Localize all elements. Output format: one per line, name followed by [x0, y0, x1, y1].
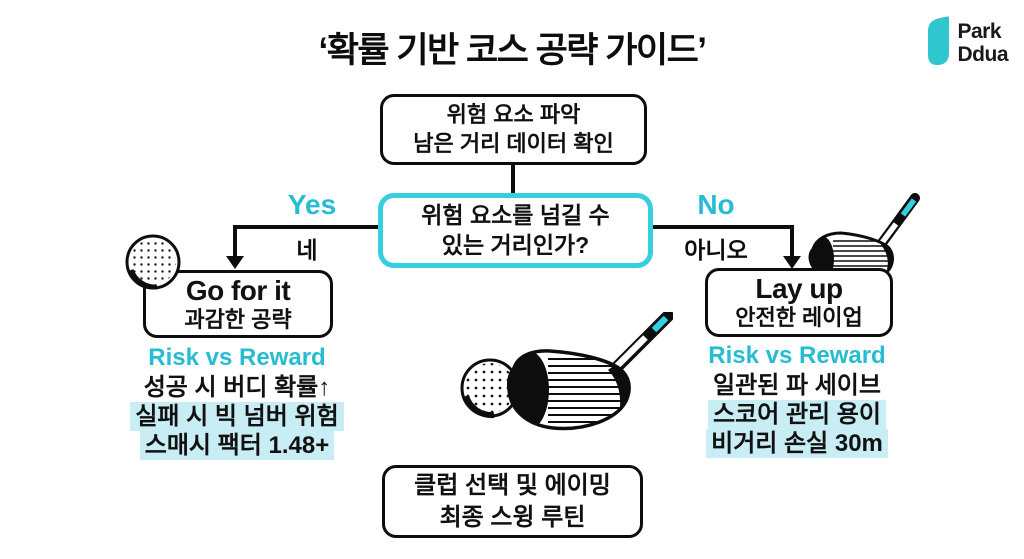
lay-up-label-en: Lay up [755, 273, 843, 305]
go-for-it-label-en: Go for it [185, 274, 291, 306]
notes-left: Risk vs Reward 성공 시 버디 확률↑ 실패 시 빅 넘버 위험 … [117, 343, 357, 460]
note-row: 성공 시 버디 확률↑ [117, 373, 357, 402]
notes-right: Risk vs Reward 일관된 파 세이브 스코어 관리 용이 비거리 손… [677, 341, 917, 458]
decision-box-line2: 있는 거리인가? [441, 231, 590, 258]
connector-no-horizontal [651, 225, 793, 229]
logo-leaf-icon [923, 16, 950, 71]
branch-label-no-ko: 아니오 [684, 237, 748, 263]
note-row: 스매시 팩터 1.48+ [117, 431, 357, 460]
branch-label-yes-ko: 네 [296, 237, 318, 263]
note-text: 스매시 팩터 1.48+ [139, 431, 335, 460]
note-row: 비거리 손실 30m [677, 429, 917, 458]
note-text: 성공 시 버디 확률↑ [143, 374, 331, 401]
note-text: 비거리 손실 30m [706, 429, 888, 458]
go-for-it-box: Go for it 과감한 공략 [143, 270, 333, 338]
page-title: ‘확률 기반 코스 공략 가이드’ [318, 31, 707, 70]
logo-text: Park Ddua [957, 19, 1009, 66]
start-box-line1: 위험 요소 파악 [446, 101, 581, 127]
note-row: 스코어 관리 용이 [677, 400, 917, 429]
golf-ball-icon-left [124, 233, 182, 296]
note-row: 실패 시 빅 넘버 위험 [117, 402, 357, 431]
connector-yes-horizontal [234, 225, 380, 229]
lay-up-label-ko: 안전한 레이업 [735, 305, 863, 331]
connector-no-vertical [790, 225, 794, 258]
note-text: 실패 시 빅 넘버 위험 [130, 402, 344, 431]
end-box-line2: 최종 스윙 루틴 [439, 503, 586, 531]
connector-start-decision [511, 164, 515, 195]
note-text: 일관된 파 세이브 [713, 372, 881, 399]
end-box: 클럽 선택 및 에이밍 최종 스윙 루틴 [382, 465, 643, 538]
brand-logo: Park Ddua [923, 16, 1009, 71]
go-for-it-label-ko: 과감한 공략 [184, 306, 292, 332]
no-arrowhead-icon [783, 256, 801, 269]
branch-label-yes-en: Yes [287, 189, 337, 220]
connector-yes-vertical [233, 225, 237, 258]
notes-right-heading: Risk vs Reward [708, 342, 886, 369]
notes-left-heading: Risk vs Reward [148, 344, 326, 371]
start-box: 위험 요소 파악 남은 거리 데이터 확인 [380, 94, 647, 165]
note-row: 일관된 파 세이브 [677, 371, 917, 400]
decision-box: 위험 요소를 넘길 수 있는 거리인가? [378, 193, 653, 268]
start-box-line2: 남은 거리 데이터 확인 [413, 130, 614, 156]
branch-label-no-en: No [697, 189, 735, 220]
decision-box-line1: 위험 요소를 넘길 수 [421, 201, 610, 228]
logo-line2: Ddua [957, 42, 1009, 66]
lay-up-box: Lay up 안전한 레이업 [705, 268, 893, 337]
golf-ball-and-club-illustration [448, 310, 674, 452]
end-box-line1: 클럽 선택 및 에이밍 [414, 472, 611, 500]
yes-arrowhead-icon [226, 256, 244, 269]
logo-line1: Park [957, 19, 1002, 43]
note-text: 스코어 관리 용이 [708, 400, 886, 429]
